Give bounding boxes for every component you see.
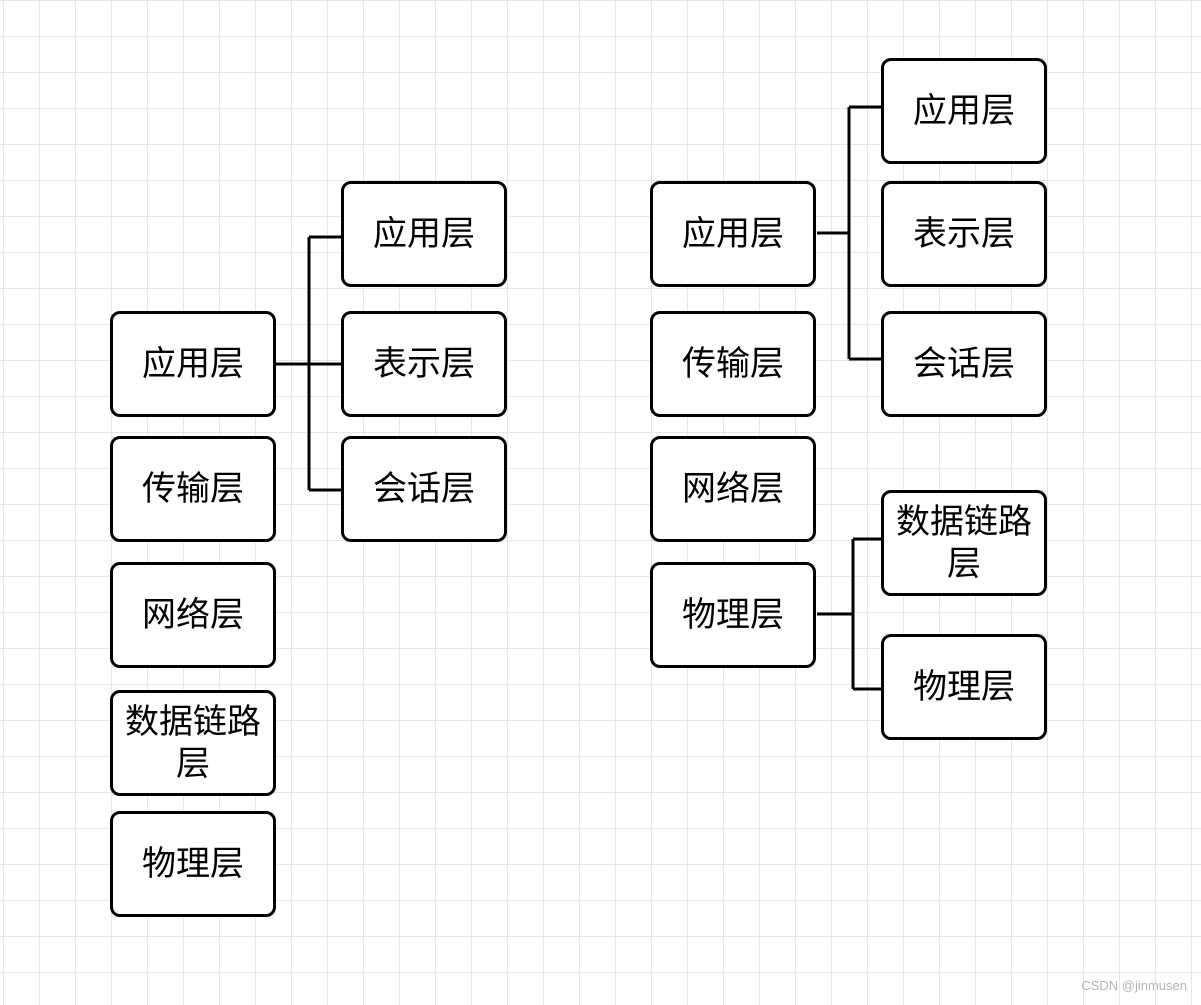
watermark-text: CSDN @jinmusen (1081, 978, 1187, 993)
right-branch-presentation-layer: 表示层 (881, 181, 1047, 287)
right-stack-application-layer: 应用层 (650, 181, 816, 287)
right-top-connector (817, 105, 882, 361)
left-branch-session-layer: 会话层 (341, 436, 507, 542)
right-stack-network-layer: 网络层 (650, 436, 816, 542)
right-branch-physical-layer: 物理层 (881, 634, 1047, 740)
left-stack-transport-layer: 传输层 (110, 436, 276, 542)
right-stack-physical-layer: 物理层 (650, 562, 816, 668)
right-branch-application-layer: 应用层 (881, 58, 1047, 164)
left-stack-network-layer: 网络层 (110, 562, 276, 668)
left-branch-application-layer: 应用层 (341, 181, 507, 287)
left-stack-physical-layer: 物理层 (110, 811, 276, 917)
left-connector (276, 235, 342, 492)
left-stack-application-layer: 应用层 (110, 311, 276, 417)
left-branch-presentation-layer: 表示层 (341, 311, 507, 417)
right-bottom-connector (817, 537, 882, 691)
right-stack-transport-layer: 传输层 (650, 311, 816, 417)
right-branch-session-layer: 会话层 (881, 311, 1047, 417)
right-branch-data-link-layer: 数据链路层 (881, 490, 1047, 596)
left-stack-data-link-layer: 数据链路层 (110, 690, 276, 796)
